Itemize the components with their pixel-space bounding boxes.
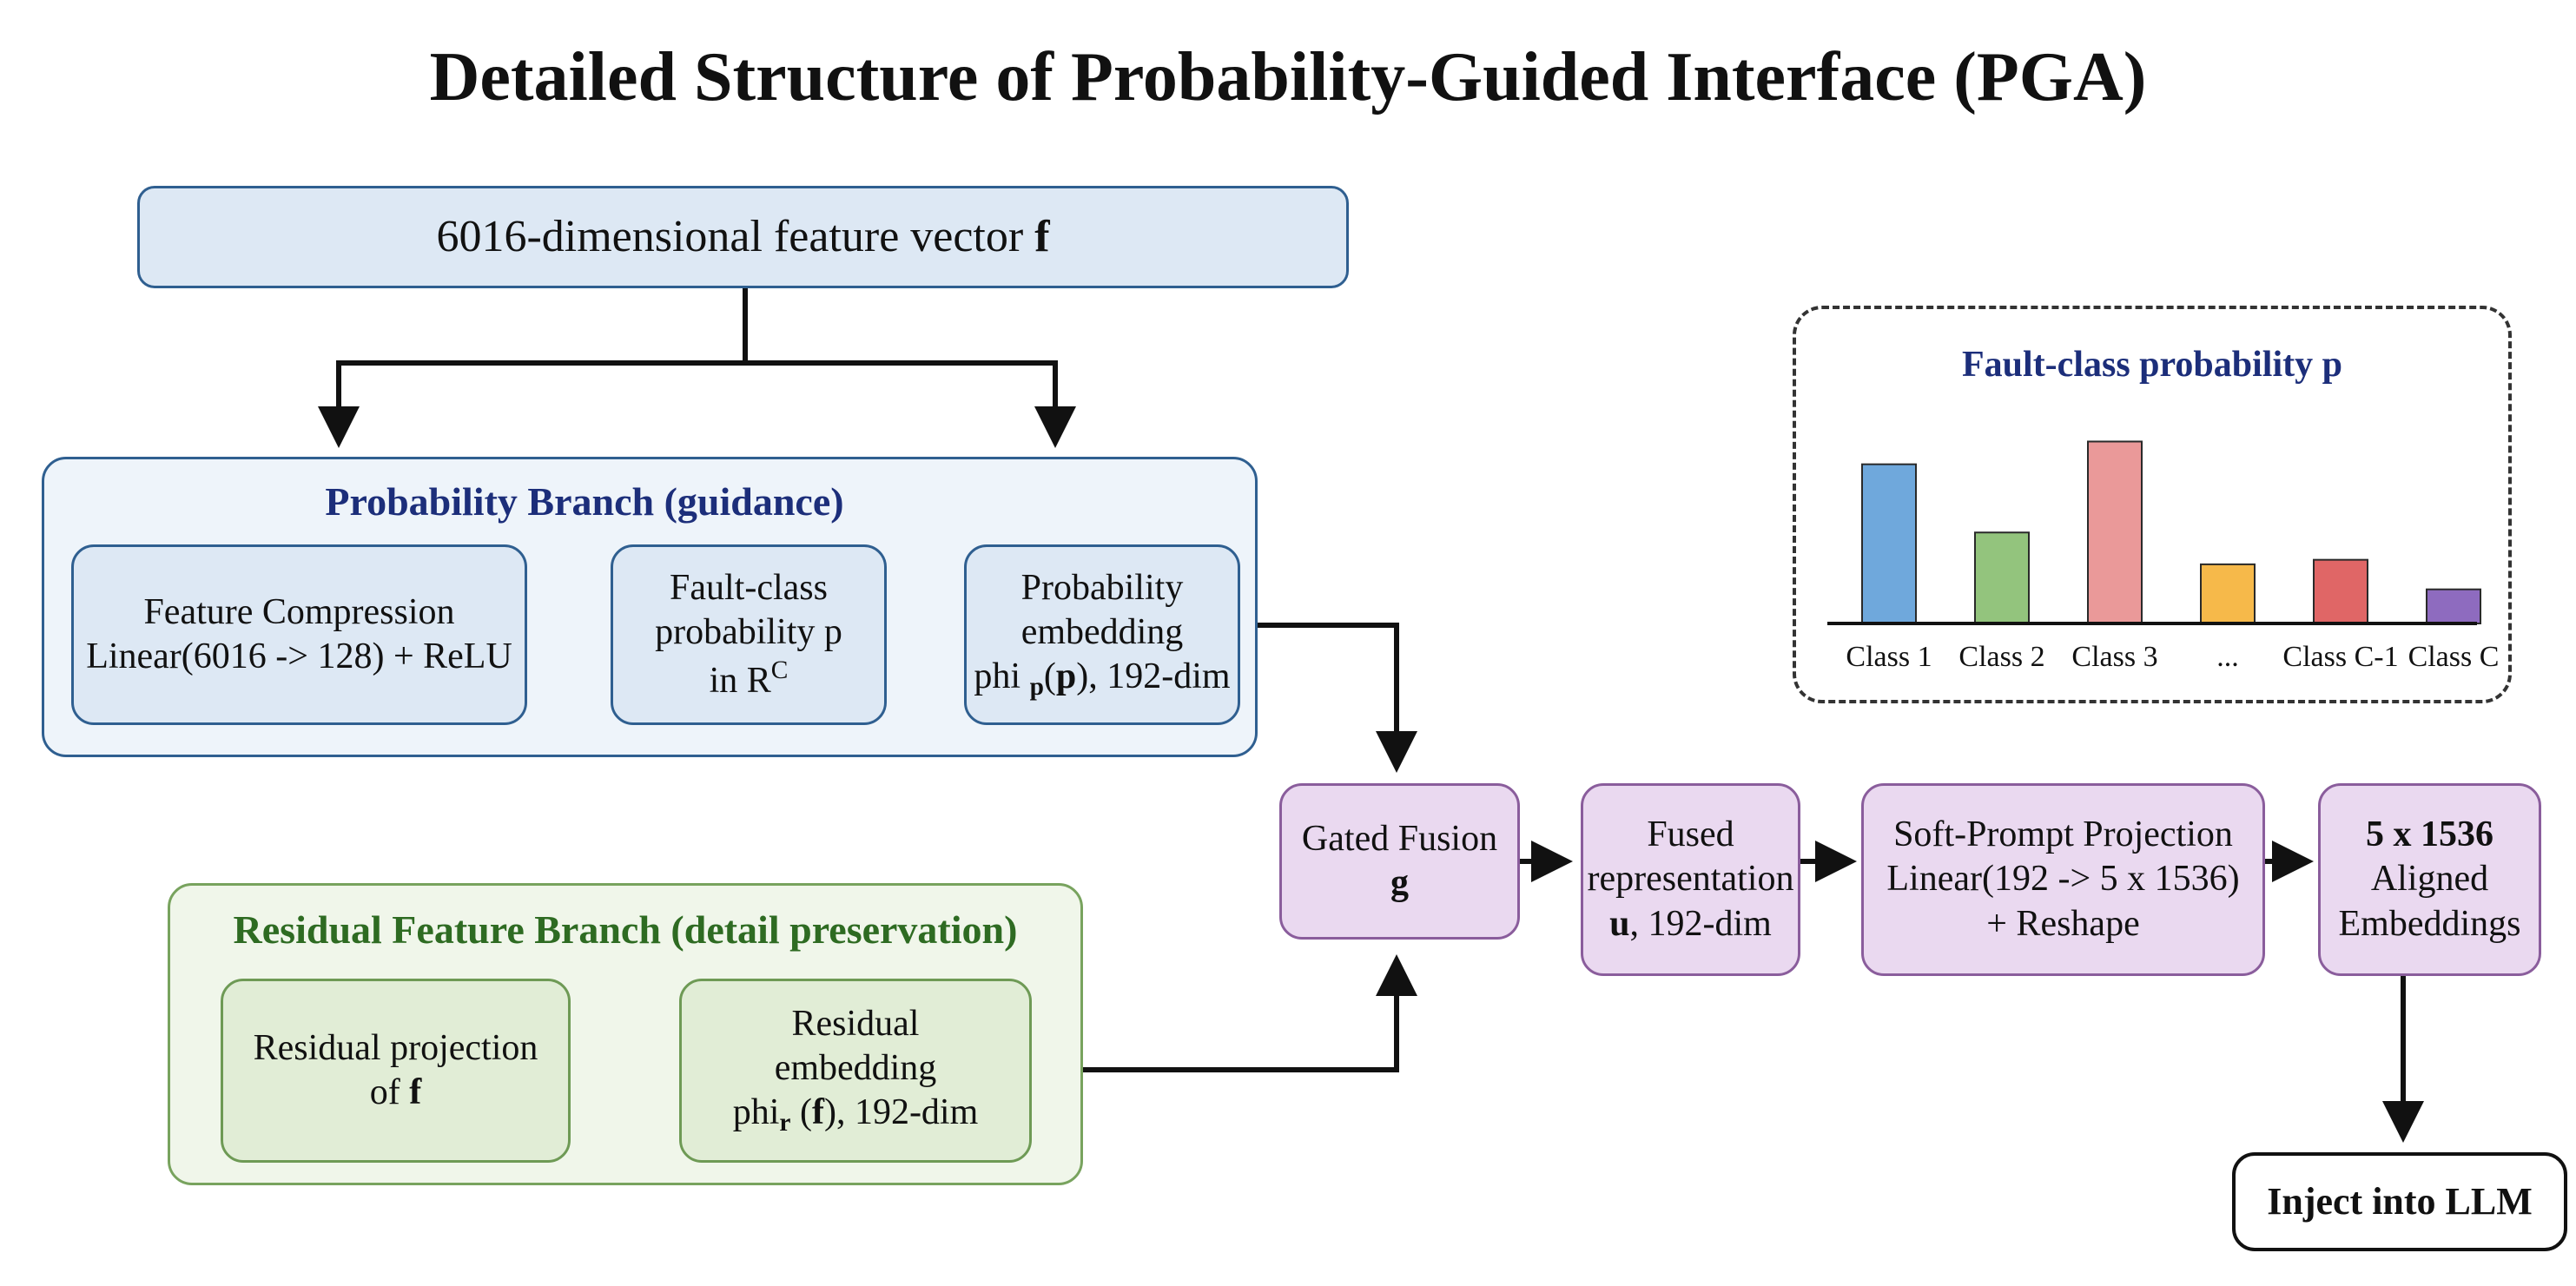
res-proj-line1: Residual projection [253, 1027, 538, 1068]
chart-bar [2426, 588, 2481, 625]
aligned-line1: 5 x 1536 [2366, 814, 2493, 855]
prob-emb-post: , 192-dim [1088, 656, 1231, 697]
res-emb-sub: r [779, 1109, 791, 1138]
chart-category-label: ... [2216, 641, 2239, 673]
soft-line2: Linear(192 -> 5 x 1536) [1886, 859, 2240, 900]
fused-representation-box: Fused representation u, 192-dim [1581, 783, 1800, 976]
arrow-res-embedding-to-gated [1032, 954, 1417, 1072]
prob-emb-pre: phi [974, 656, 1021, 697]
gated-line2: g [1390, 863, 1409, 903]
residual-projection-box: Residual projection of f [221, 979, 571, 1163]
faultprob-sup: C [770, 656, 789, 684]
soft-line3: + Reshape [1986, 903, 2140, 944]
chart-bar [1974, 531, 2030, 624]
prob-emb-line2: embedding [1020, 611, 1184, 652]
res-emb-arg: f [811, 1092, 824, 1133]
fused-sym: u [1609, 903, 1630, 944]
res-emb-line1: Residual [791, 1003, 920, 1044]
soft-prompt-projection-box: Soft-Prompt Projection Linear(192 -> 5 x… [1861, 783, 2265, 976]
faultprob-line1: Fault-class [670, 568, 828, 609]
faultprob-line2: probability p [655, 612, 842, 653]
compression-line2: Linear(6016 -> 128) + ReLU [86, 636, 512, 676]
fault-class-probability-box: Fault-class probability p in RC [611, 544, 887, 725]
chart-title: Fault-class probability p [1962, 345, 2342, 385]
gated-line1: Gated Fusion [1301, 818, 1498, 859]
arrow-prob-embedding-to-gated [1240, 623, 1417, 773]
aligned-line3: Embeddings [2338, 903, 2521, 944]
chart-bar [1861, 463, 1917, 624]
soft-line1: Soft-Prompt Projection [1893, 814, 2233, 855]
fused-line2: representation [1587, 859, 1794, 900]
chart-category-label: Class 2 [1958, 641, 2045, 673]
residual-embedding-box: Residual embedding phir (f), 192-dim [679, 979, 1032, 1163]
chart-category-label: Class 1 [1846, 641, 1932, 673]
chart-bar [2200, 563, 2256, 624]
res-proj-sym: f [409, 1072, 422, 1112]
prob-emb-arg: p [1055, 656, 1077, 697]
input-feature-vector-box: 6016-dimensional feature vector f [137, 186, 1349, 288]
gated-fusion-box: Gated Fusion g [1279, 783, 1520, 940]
compression-line1: Feature Compression [143, 591, 455, 632]
probability-embedding-box: Probability embedding phi p(p), 192-dim [964, 544, 1240, 725]
inject-into-llm-box: Inject into LLM [2232, 1152, 2567, 1251]
res-proj-line2: of [369, 1072, 400, 1112]
input-text: 6016-dimensional feature vector [436, 212, 1024, 262]
aligned-embeddings-box: 5 x 1536 Aligned Embeddings [2318, 783, 2541, 976]
prob-emb-line1: Probability [1020, 567, 1184, 608]
diagram-title: Detailed Structure of Probability-Guided… [429, 39, 2147, 115]
chart-bar [2087, 440, 2143, 624]
prob-emb-sub: p [1029, 673, 1044, 702]
chart-category-label: Class C [2408, 641, 2500, 673]
arrow-input-to-embedding [745, 360, 1076, 448]
feature-compression-box: Feature Compression Linear(6016 -> 128) … [71, 544, 527, 725]
input-symbol: f [1034, 212, 1050, 262]
residual-branch-title: Residual Feature Branch (detail preserva… [233, 907, 1018, 952]
fused-post: , 192-dim [1629, 903, 1772, 944]
aligned-line2: Aligned [2370, 859, 2489, 900]
res-emb-post: , 192-dim [836, 1092, 979, 1133]
chart-category-label: Class 3 [2071, 641, 2158, 673]
fault-class-probability-chart [1827, 440, 2481, 625]
chart-category-label: Class C-1 [2282, 641, 2399, 673]
arrow-input-to-compression [318, 360, 745, 448]
res-emb-line2: embedding [774, 1047, 937, 1088]
faultprob-line3: in R [709, 660, 771, 701]
res-emb-pre: phi [732, 1092, 780, 1133]
probability-branch-title: Probability Branch (guidance) [325, 479, 844, 524]
chart-bar [2313, 558, 2368, 624]
fused-line1: Fused [1647, 814, 1734, 855]
